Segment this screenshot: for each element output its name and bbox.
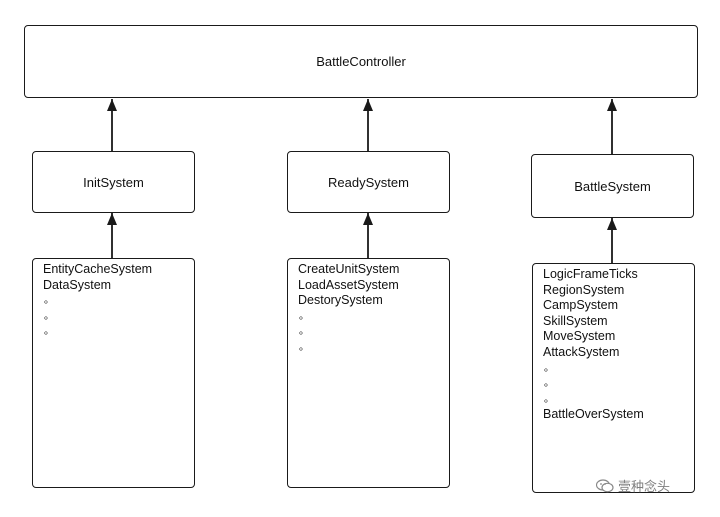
list-item: DestorySystem xyxy=(298,293,383,308)
list-item: 。 xyxy=(544,378,554,390)
ready-system-label: ReadySystem xyxy=(328,174,409,190)
battle-system-box: BattleSystem xyxy=(531,154,694,218)
list-item: 。 xyxy=(299,341,309,353)
list-item: BattleOverSystem xyxy=(543,407,644,422)
wechat-icon xyxy=(595,478,614,493)
list-item: RegionSystem xyxy=(543,282,625,297)
ready-subsystem-list: CreateUnitSystem LoadAssetSystem Destory… xyxy=(287,258,450,488)
list-item: SkillSystem xyxy=(543,313,608,328)
battle-subsystem-list: LogicFrameTicks RegionSystem CampSystem … xyxy=(532,263,695,493)
list-item: 。 xyxy=(44,295,54,307)
ready-system-box: ReadySystem xyxy=(287,151,450,213)
list-item: CreateUnitSystem xyxy=(298,262,400,276)
list-item: 。 xyxy=(544,362,554,374)
list-item: 。 xyxy=(44,310,54,322)
init-subsystem-list: EntityCacheSystem DataSystem 。 。 。 xyxy=(32,258,195,488)
list-item: LoadAssetSystem xyxy=(298,277,399,292)
watermark: 壹种念头 xyxy=(595,476,671,495)
list-item: 。 xyxy=(544,393,554,405)
list-item: CampSystem xyxy=(543,298,619,313)
battle-controller-label: BattleController xyxy=(316,54,406,69)
list-item: EntityCacheSystem xyxy=(43,262,153,276)
list-item: 。 xyxy=(44,326,54,338)
list-item: 。 xyxy=(299,326,309,338)
watermark-text: 壹种念头 xyxy=(618,479,671,494)
init-system-box: InitSystem xyxy=(32,151,195,213)
list-item: 。 xyxy=(299,310,309,322)
list-item: MoveSystem xyxy=(543,329,616,344)
list-item: DataSystem xyxy=(43,277,112,292)
init-system-label: InitSystem xyxy=(83,174,144,190)
battle-controller-box: BattleController xyxy=(24,25,698,98)
battle-system-label: BattleSystem xyxy=(574,178,651,194)
list-item: AttackSystem xyxy=(543,344,620,359)
list-item: LogicFrameTicks xyxy=(543,267,638,281)
